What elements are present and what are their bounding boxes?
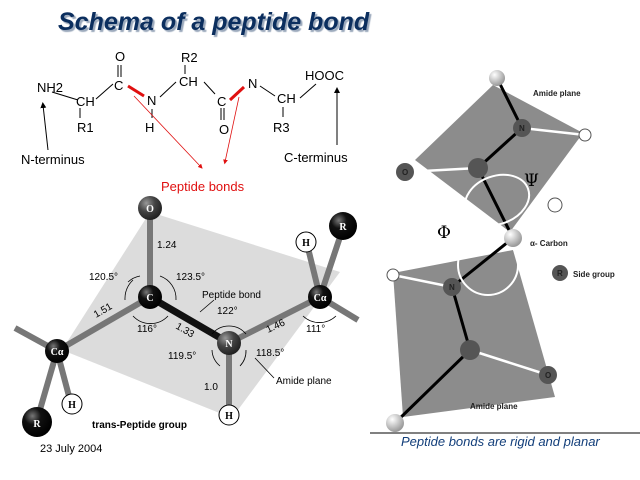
r-group-right	[329, 212, 357, 240]
label-c1: C	[114, 78, 123, 93]
rotation-figure: N O R N O Amide plane Amide plane α- Car…	[370, 70, 640, 434]
oxygen-atom	[138, 196, 162, 220]
atom-label-n: N	[225, 339, 233, 350]
phi-label: Φ	[437, 223, 451, 243]
upper-o-label: O	[402, 168, 408, 177]
side-group-label: Side group	[573, 270, 615, 279]
r-group-left	[22, 407, 52, 437]
c-terminus-label: C-terminus	[284, 150, 348, 165]
atom-label-h-bottom: H	[225, 411, 233, 422]
lower-hydrogen	[386, 268, 400, 282]
peptide-bond-label: Peptide bond	[202, 290, 261, 301]
alpha-hydrogen	[547, 197, 563, 213]
lower-nitrogen	[443, 278, 461, 296]
atom-label-h-left: H	[68, 400, 76, 411]
label-r1: R1	[77, 120, 94, 135]
peptide-bond-line	[148, 293, 231, 347]
hydrogen-right	[295, 231, 317, 253]
lower-oxygen	[539, 366, 557, 384]
label-hooc: HOOC	[305, 68, 344, 83]
label-n2: N	[248, 76, 257, 91]
angle-1195: 119.5°	[168, 351, 196, 362]
side-group-atom	[552, 265, 568, 281]
n-terminus-label: N-terminus	[21, 152, 85, 167]
atom-label-ca-right: Cα	[314, 293, 327, 304]
nitrogen-atom	[217, 331, 241, 355]
lower-amide-plane	[393, 250, 555, 417]
length-co: 1.24	[157, 240, 177, 251]
hydrogen-left	[61, 393, 83, 415]
atom-label-r-left: R	[33, 419, 41, 430]
label-ch1: CH	[76, 94, 95, 109]
label-n1: N	[147, 93, 156, 108]
label-nh2: NH2	[37, 80, 63, 95]
label-o2: O	[219, 122, 229, 137]
label-ch3: CH	[277, 91, 296, 106]
upper-hydrogen	[578, 128, 592, 142]
atom-label-h-right: H	[302, 238, 310, 249]
side-group-r-label: R	[557, 269, 563, 278]
atom-label-c: C	[146, 293, 153, 304]
slide-title: Schema of a peptide bond	[58, 8, 370, 36]
label-r2: R2	[181, 50, 198, 65]
bottom-atom	[386, 414, 404, 432]
trans-peptide-caption: trans-Peptide group	[92, 420, 187, 431]
upper-n-label: N	[519, 124, 525, 133]
top-atom	[489, 70, 505, 86]
atom-label-ca-left: Cα	[51, 347, 64, 358]
amide-plane-label: Amide plane	[276, 376, 332, 387]
alpha-carbon	[504, 229, 522, 247]
atom-label-r-right: R	[339, 222, 347, 233]
angle-111: 111°	[306, 324, 325, 335]
amide-plane-shading	[62, 212, 340, 418]
angle-1235: 123.5°	[176, 272, 205, 283]
angle-116: 116°	[137, 324, 157, 335]
upper-oxygen	[396, 163, 414, 181]
upper-amide-plane-label: Amide plane	[533, 89, 581, 98]
hydrogen-bottom	[218, 404, 240, 426]
peptide-bonds-label: Peptide bonds	[161, 179, 245, 194]
lower-carbon	[460, 340, 480, 360]
label-c2: C	[217, 94, 226, 109]
alpha-carbon-label: α- Carbon	[530, 239, 568, 248]
label-h1: H	[145, 120, 154, 135]
label-o1: O	[115, 49, 125, 64]
upper-carbon	[468, 158, 488, 178]
lower-o-label: O	[545, 371, 551, 380]
carbon-atom	[138, 285, 162, 309]
angle-122: 122°	[217, 306, 238, 317]
angle-1185: 118.5°	[256, 348, 284, 359]
slide-date: 23 July 2004	[40, 443, 103, 455]
upper-amide-plane	[415, 85, 583, 232]
lower-amide-plane-label: Amide plane	[470, 402, 518, 411]
trans-peptide-figure: O C N Cα Cα R R H H H 1.24 1.51 1.33 1.4…	[13, 196, 360, 437]
peptide-schema: NH2 CH R1 O C N H R2 CH C O N CH R3 HOOC…	[21, 49, 348, 194]
alpha-carbon-left	[45, 339, 69, 363]
lower-n-label: N	[449, 283, 455, 292]
psi-label: Ψ	[524, 171, 539, 191]
rotation-caption: Peptide bonds are rigid and planar	[401, 434, 600, 449]
label-r3: R3	[273, 120, 290, 135]
angle-1205: 120.5°	[89, 272, 118, 283]
alpha-carbon-right	[308, 285, 332, 309]
atom-label-o: O	[146, 204, 154, 215]
upper-nitrogen	[513, 119, 531, 137]
length-nh: 1.0	[204, 382, 218, 393]
label-ch2: CH	[179, 74, 198, 89]
